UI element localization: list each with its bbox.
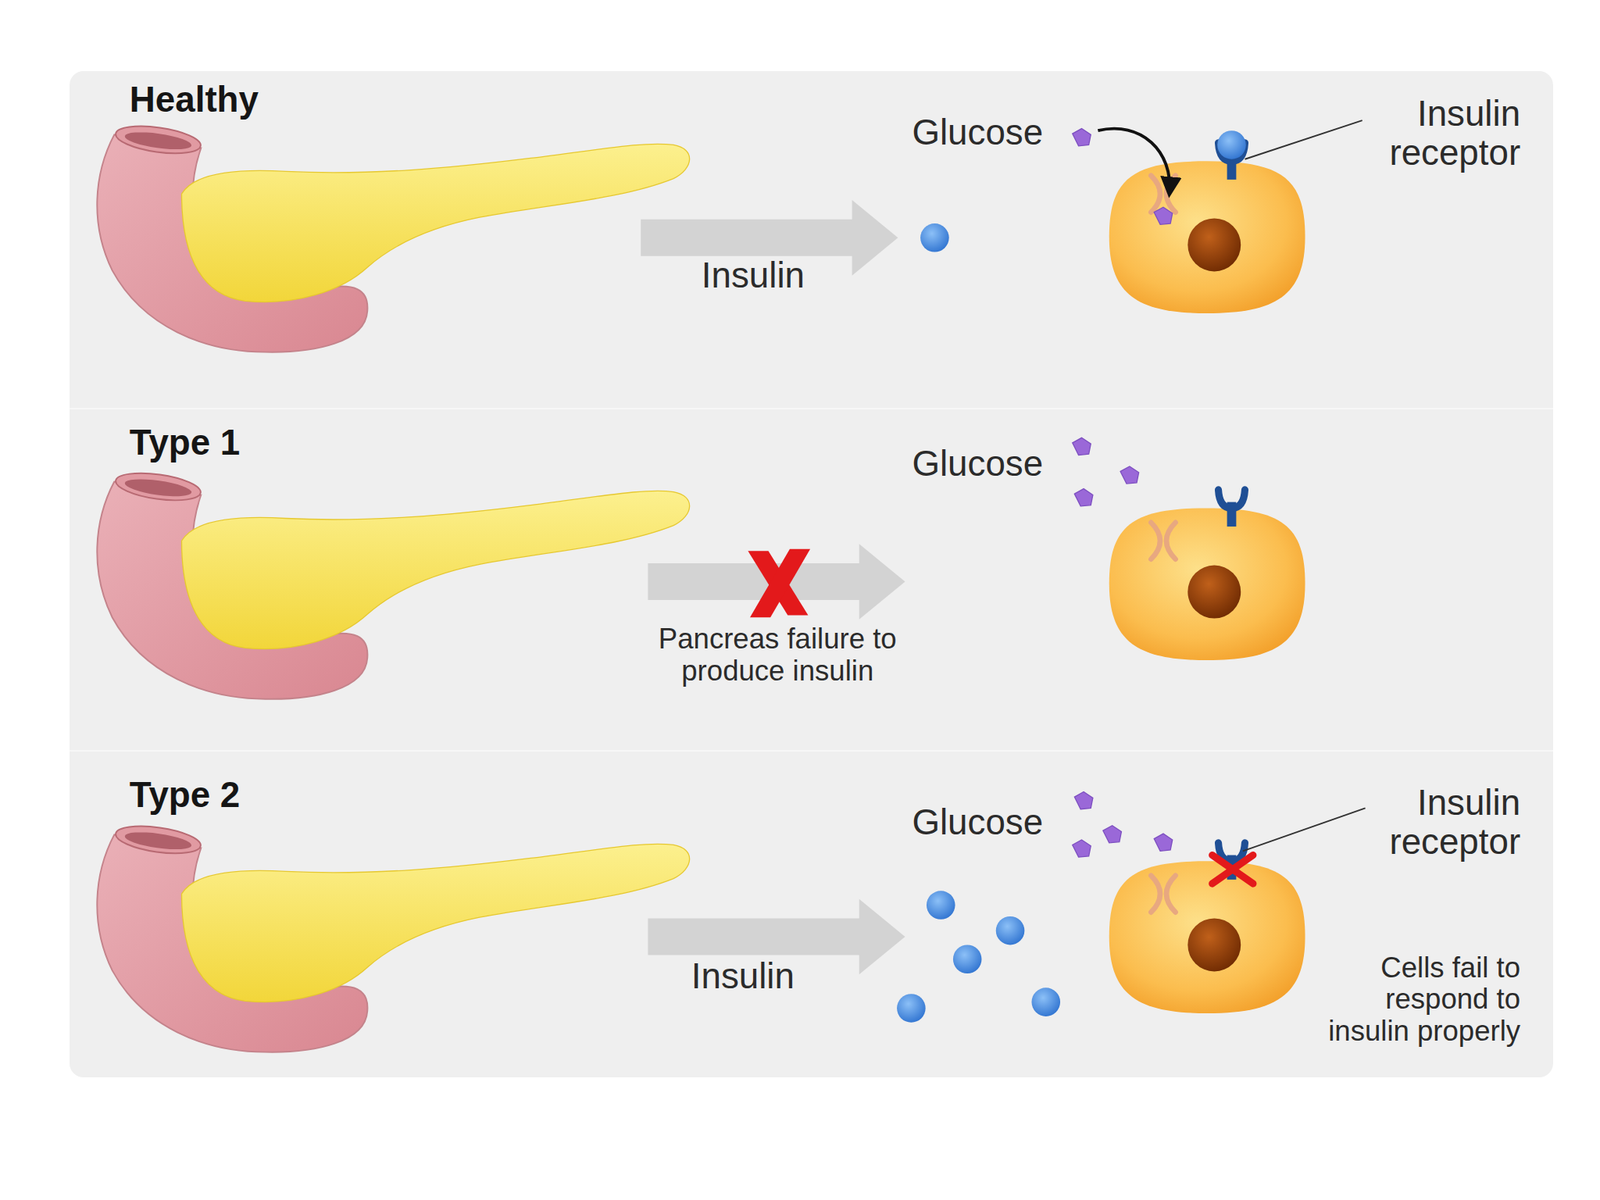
- glucose-molecule: [1153, 207, 1173, 225]
- type2-group: [96, 821, 1305, 1053]
- leader-line: [1244, 120, 1362, 160]
- panel-heading: Type 1: [129, 422, 240, 464]
- text-label: Pancreas failure to produce insulin: [644, 623, 911, 687]
- insulin-receptor: [1218, 842, 1246, 880]
- insulin-molecule: [1031, 987, 1061, 1017]
- pancreas-illustration: [96, 121, 690, 353]
- text-label: Insulin receptor: [1316, 94, 1521, 172]
- glucose-molecule: [1103, 825, 1122, 843]
- panel-band: Healthy: [69, 71, 1554, 408]
- text-label: Insulin receptor: [1316, 783, 1521, 861]
- body-cell: [1109, 860, 1306, 1014]
- text-label: Glucose: [875, 802, 1080, 843]
- glucose-molecule: [1072, 839, 1092, 858]
- panel-band: Type 1: [69, 407, 1554, 750]
- text-label: Insulin: [650, 255, 855, 297]
- insulin-molecule: [996, 916, 1025, 946]
- insulin-receptor: [1218, 142, 1246, 180]
- glucose-molecule: [1072, 437, 1092, 455]
- red-cross: [747, 550, 808, 615]
- pancreas-illustration: [96, 468, 690, 700]
- body-cell: [1109, 507, 1306, 661]
- glucose-molecule: [1120, 466, 1140, 484]
- insulin-molecule: [953, 944, 983, 974]
- glucose-molecule: [1074, 792, 1093, 810]
- text-label: Cells fail to respond to insulin properl…: [1313, 952, 1521, 1047]
- glucose-molecule: [1153, 833, 1173, 851]
- red-cross: [1212, 855, 1254, 885]
- body-cell: [1109, 160, 1306, 314]
- text-label: Glucose: [875, 112, 1080, 154]
- insulin-receptor: [1218, 489, 1246, 527]
- glucose-uptake-arrow: [1097, 128, 1170, 195]
- blocked-arrow: [647, 543, 905, 620]
- glucose-molecule: [1072, 128, 1092, 147]
- leader-line: [1242, 807, 1366, 851]
- type1-arrow-group: [647, 543, 905, 620]
- pancreas-illustration: [96, 821, 690, 1053]
- glucose-molecule: [1074, 489, 1093, 507]
- insulin-molecule: [926, 890, 956, 920]
- insulin-molecule: [920, 223, 950, 253]
- text-label: Insulin: [640, 956, 845, 997]
- insulin-molecule: [896, 993, 926, 1023]
- red-cross: [1212, 855, 1254, 885]
- text-label: Glucose: [875, 443, 1080, 485]
- type1-group: [96, 468, 1305, 700]
- bound-insulin: [1217, 130, 1247, 160]
- panel-heading: Healthy: [129, 79, 259, 121]
- red-cross: [750, 549, 811, 618]
- panel-heading: Type 2: [129, 775, 240, 816]
